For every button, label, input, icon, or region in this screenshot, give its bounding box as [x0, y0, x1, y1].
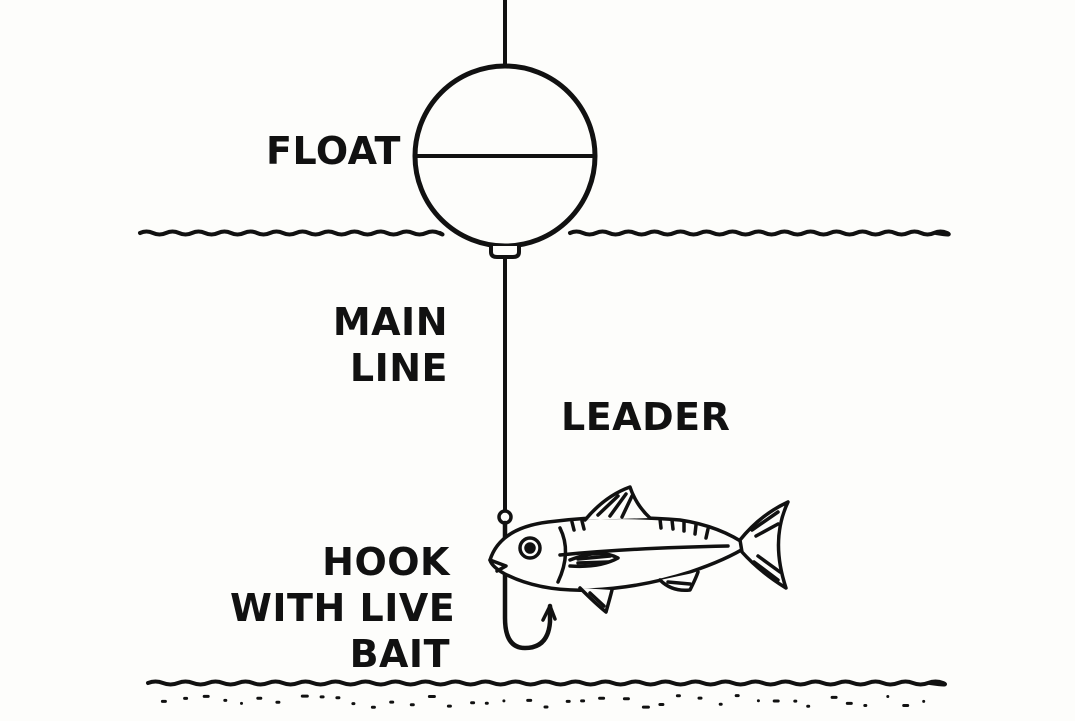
- hook-label-line-1: HOOK: [322, 540, 450, 584]
- sediment-dot: [427, 695, 436, 698]
- seabed-sediment: [160, 694, 926, 709]
- hook-label-line-2: WITH LIVE: [230, 586, 456, 630]
- sediment-dot: [806, 704, 811, 708]
- live-bait-fish-icon: [488, 485, 790, 614]
- sediment-dot: [300, 694, 309, 698]
- hook-label: HOOK WITH LIVE BAIT: [230, 539, 456, 677]
- sediment-dot: [470, 701, 476, 705]
- sediment-dot: [641, 705, 650, 709]
- sediment-dot: [370, 705, 376, 709]
- sediment-dot: [772, 699, 780, 703]
- float-label: FLOAT: [266, 129, 401, 173]
- sediment-dot: [863, 704, 868, 707]
- sediment-dot: [335, 696, 341, 700]
- main-line-label-line-2: LINE: [349, 346, 448, 390]
- sediment-dot: [389, 700, 395, 704]
- sediment-dot: [598, 696, 606, 700]
- sediment-dot: [160, 699, 167, 703]
- sediment-dot: [658, 703, 665, 706]
- sediment-dot: [580, 699, 586, 703]
- sediment-dot: [502, 699, 506, 703]
- float-bobber-icon: [412, 63, 598, 259]
- main-line-label-line-1: MAIN: [332, 300, 448, 344]
- sediment-dot: [675, 694, 681, 698]
- sediment-dot: [622, 697, 630, 701]
- sediment-dot: [202, 694, 210, 698]
- sediment-dot: [697, 696, 703, 700]
- water-surface: [138, 229, 951, 237]
- sediment-dot: [484, 701, 489, 705]
- sediment-dot: [256, 696, 263, 700]
- seabed-line: [146, 679, 947, 687]
- sediment-dot: [319, 695, 325, 699]
- sediment-dot: [446, 704, 452, 708]
- sediment-dot: [240, 701, 243, 705]
- main-line-label: MAIN LINE: [330, 299, 448, 391]
- fishing-hook-icon: [497, 509, 557, 651]
- sediment-dot: [718, 702, 723, 706]
- sediment-dot: [351, 702, 356, 706]
- sediment-dot: [886, 695, 890, 698]
- sediment-dot: [845, 701, 853, 705]
- sediment-dot: [922, 699, 926, 703]
- sediment-dot: [223, 698, 228, 702]
- sediment-dot: [756, 699, 760, 703]
- sediment-dot: [409, 703, 415, 707]
- sediment-dot: [526, 698, 533, 702]
- sediment-dot: [543, 705, 549, 709]
- sediment-dot: [183, 696, 189, 700]
- leader-label: LEADER: [561, 395, 731, 439]
- sediment-dot: [275, 700, 281, 704]
- sediment-dot: [902, 704, 910, 707]
- sediment-dot: [565, 699, 571, 703]
- sediment-dot: [793, 699, 798, 703]
- sediment-dot: [830, 695, 838, 699]
- sediment-dot: [734, 694, 740, 698]
- hook-label-line-3: BAIT: [349, 632, 450, 676]
